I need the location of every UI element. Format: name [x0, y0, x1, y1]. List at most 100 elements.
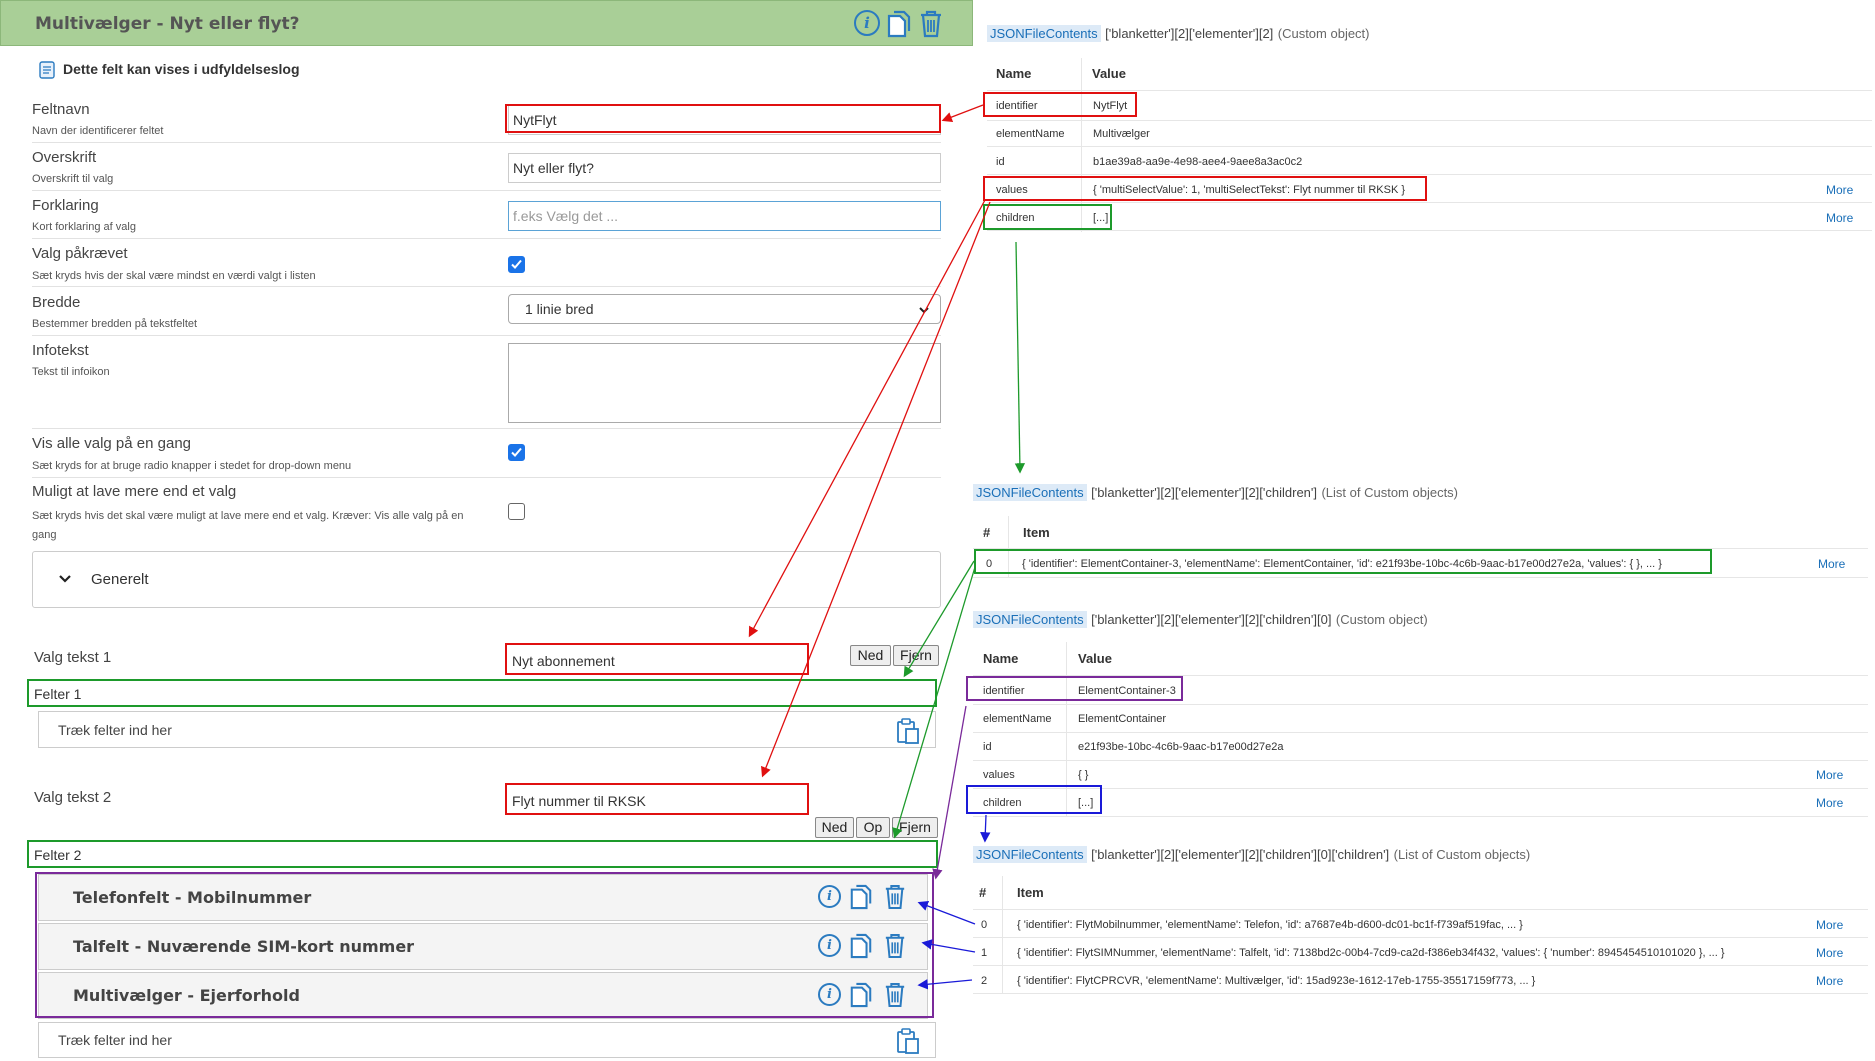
trash-icon[interactable] — [884, 933, 906, 959]
sub-item[interactable]: Multivælger - Ejerforhold i — [38, 972, 928, 1019]
overskrift-input[interactable]: Nyt eller flyt? — [508, 153, 941, 183]
row-name: values — [996, 184, 1028, 196]
row-divider — [973, 704, 1868, 705]
col-item: Item — [1017, 885, 1044, 900]
sub-item-title: Telefonfelt - Mobilnummer — [73, 888, 312, 907]
infotekst-textarea[interactable] — [508, 343, 941, 423]
more-link[interactable]: More — [1816, 796, 1844, 810]
arrow — [921, 939, 976, 953]
row-divider — [973, 965, 1868, 966]
felter-1-label: Felter 1 — [34, 686, 82, 702]
paakraevet-checkbox[interactable] — [508, 256, 525, 273]
paste-icon[interactable] — [896, 718, 920, 744]
sub-item[interactable]: Talfelt - Nuværende SIM-kort nummer i — [38, 923, 928, 970]
json-path: ['blanketter'][2]['elementer'][2]['child… — [1091, 485, 1318, 500]
row-index: 0 — [986, 558, 993, 570]
divider — [32, 238, 941, 239]
copy-icon[interactable] — [886, 10, 912, 38]
bredde-select[interactable]: 1 linie bred — [508, 294, 941, 324]
info-icon[interactable]: i — [854, 10, 880, 36]
row-index: 0 — [981, 919, 988, 931]
check-icon — [511, 259, 522, 269]
copy-icon[interactable] — [849, 884, 873, 910]
generelt-accordion[interactable]: Generelt — [32, 551, 941, 608]
feltnavn-input[interactable]: NytFlyt — [508, 105, 941, 135]
arrow — [917, 900, 976, 925]
trash-icon[interactable] — [884, 884, 906, 910]
json-type: (Custom object) — [1277, 26, 1370, 41]
divider — [32, 477, 941, 478]
arrow — [941, 104, 984, 123]
drop-zone-2[interactable]: Træk felter ind her — [38, 1022, 936, 1058]
paste-icon[interactable] — [896, 1028, 920, 1054]
copy-icon[interactable] — [849, 933, 873, 959]
more-link[interactable]: More — [1816, 974, 1844, 988]
row-name: id — [996, 156, 1005, 168]
column-divider — [1066, 642, 1067, 817]
check-icon — [511, 447, 522, 457]
trash-icon[interactable] — [919, 10, 943, 38]
felter-2-label: Felter 2 — [34, 847, 82, 863]
info-icon[interactable]: i — [818, 983, 841, 1006]
row-index: 2 — [981, 975, 988, 987]
op-button[interactable]: Op — [856, 817, 890, 838]
panel-header: Multivælger - Nyt eller flyt? i — [0, 0, 973, 46]
row-item: { 'identifier': FlytMobilnummer, 'elemen… — [1017, 919, 1523, 931]
json-link[interactable]: JSONFileContents — [973, 846, 1087, 863]
column-divider — [1008, 516, 1009, 578]
drop-zone-1[interactable]: Træk felter ind her — [38, 711, 936, 748]
info-icon[interactable]: i — [818, 885, 841, 908]
valg-tekst-1-input[interactable]: Nyt abonnement — [508, 646, 808, 676]
row-name: values — [983, 769, 1015, 781]
more-link[interactable]: More — [1826, 183, 1854, 197]
row-divider — [973, 788, 1868, 789]
info-icon[interactable]: i — [818, 934, 841, 957]
more-link[interactable]: More — [1816, 946, 1844, 960]
more-link[interactable]: More — [1818, 557, 1846, 571]
row-value: Multivælger — [1093, 128, 1150, 140]
row-divider — [987, 202, 1872, 203]
row-divider — [973, 993, 1868, 994]
json-header-3: JSONFileContents ['blanketter'][2]['elem… — [973, 611, 1428, 629]
ned-button[interactable]: Ned — [850, 645, 891, 666]
column-divider — [1081, 58, 1082, 232]
annotation-red-box — [505, 783, 809, 815]
bredde-sub: Bestemmer bredden på tekstfeltet — [32, 318, 198, 330]
trash-icon[interactable] — [884, 982, 906, 1008]
annotation-red-box — [505, 643, 809, 675]
row-divider — [973, 675, 1868, 676]
row-divider — [973, 732, 1868, 733]
more-link[interactable]: More — [1816, 918, 1844, 932]
json-link[interactable]: JSONFileContents — [987, 25, 1101, 42]
valg-tekst-1-value: Nyt abonnement — [512, 653, 615, 669]
ned-button[interactable]: Ned — [815, 817, 854, 838]
arrow — [932, 705, 967, 880]
row-divider — [973, 760, 1868, 761]
valg-tekst-2-value: Flyt nummer til RKSK — [512, 793, 646, 809]
json-header-1: JSONFileContents ['blanketter'][2]['elem… — [987, 25, 1370, 43]
vis-alle-sub: Sæt kryds for at bruge radio knapper i s… — [32, 460, 352, 472]
fjern-button[interactable]: Fjern — [893, 645, 939, 666]
more-link[interactable]: More — [1816, 768, 1844, 782]
mere-sub: Sæt kryds hvis det skal være muligt at l… — [32, 510, 464, 541]
arrow — [748, 199, 986, 638]
feltnavn-value: NytFlyt — [513, 112, 557, 128]
valg-tekst-2-input[interactable]: Flyt nummer til RKSK — [508, 786, 808, 816]
divider — [32, 335, 941, 336]
col-name: Name — [983, 651, 1019, 666]
json-link[interactable]: JSONFileContents — [973, 611, 1087, 628]
copy-icon[interactable] — [849, 982, 873, 1008]
row-name: elementName — [983, 713, 1052, 725]
json-link[interactable]: JSONFileContents — [973, 484, 1087, 501]
json-header-4: JSONFileContents ['blanketter'][2]['elem… — [973, 846, 1530, 864]
sub-item[interactable]: Telefonfelt - Mobilnummer i — [38, 874, 928, 921]
arrow — [761, 201, 991, 778]
json-path: ['blanketter'][2]['elementer'][2] — [1105, 26, 1274, 41]
mere-label: Muligt at lave mere end et valg — [32, 483, 237, 500]
infotekst-sub: Tekst til infoikon — [32, 366, 110, 378]
mere-checkbox[interactable] — [508, 503, 525, 520]
vis-alle-checkbox[interactable] — [508, 444, 525, 461]
forklaring-input[interactable]: f.eks Vælg det ... — [508, 201, 941, 231]
more-link[interactable]: More — [1826, 211, 1854, 225]
drop-zone-label: Træk felter ind her — [58, 722, 172, 738]
